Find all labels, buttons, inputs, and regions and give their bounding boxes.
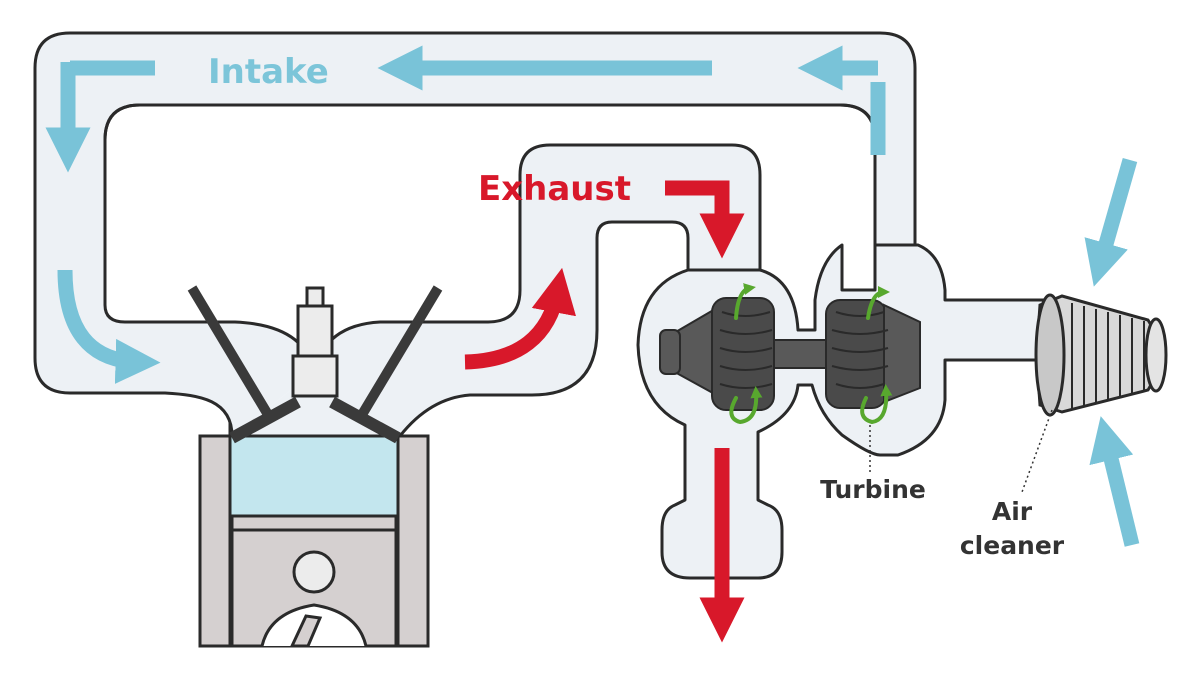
exhaust-arrow-out-of-engine (464, 267, 576, 370)
intake-arrow-in-top (1084, 157, 1138, 287)
exhaust-valve (329, 285, 443, 444)
exhaust-arrow-into-turbine (665, 180, 745, 259)
exhaust-flow-arrows (464, 180, 745, 643)
air-cleaner-leader-line (1021, 409, 1053, 493)
intake-valve (187, 285, 301, 444)
intake-arrow-in-bottom (1089, 416, 1140, 547)
turbine-label: Turbine (820, 475, 926, 504)
turbine-housing (636, 243, 1047, 580)
intake-arrow-into-engine (57, 269, 161, 384)
exhaust-label: Exhaust (478, 169, 631, 209)
spark-plug-icon (291, 286, 339, 398)
air-cleaner-icon (1034, 293, 1168, 417)
cylinder-wall-left (198, 434, 232, 648)
turbine-wheel-icon (659, 297, 775, 411)
turbine-rotation-arrows (729, 283, 893, 425)
piston-icon (230, 514, 398, 648)
air-cleaner-label-line2: cleaner (960, 531, 1065, 560)
air-cleaner-label-line1: Air (992, 497, 1033, 526)
intake-label: Intake (208, 52, 329, 92)
intake-flow-arrows (45, 45, 1140, 547)
compressor-wheel-icon (825, 299, 921, 409)
piston-pin (292, 550, 336, 594)
exhaust-manifold (232, 143, 762, 438)
engine-cylinder (198, 418, 430, 648)
connecting-rod (289, 614, 323, 648)
cylinder-wall-right (396, 434, 430, 648)
